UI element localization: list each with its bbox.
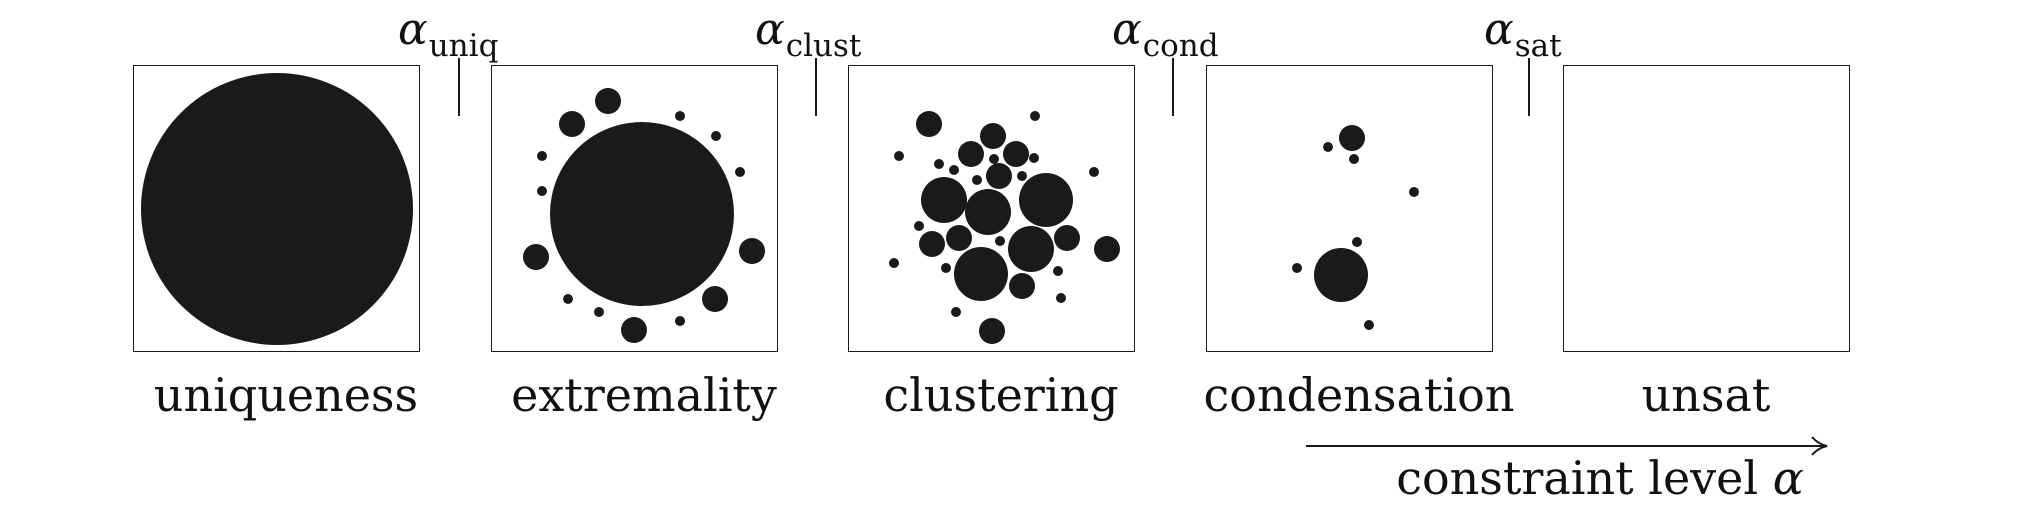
small-cluster (675, 111, 685, 121)
condensation-solution-space (1292, 125, 1419, 330)
phase-label-clustering: clustering (883, 368, 1119, 422)
small-cluster (702, 286, 728, 312)
cluster (1008, 226, 1054, 272)
cluster (1003, 141, 1029, 167)
cluster (954, 247, 1008, 301)
panel-clustering (848, 65, 1135, 352)
cluster (1019, 173, 1073, 227)
small-cluster (711, 131, 721, 141)
small-cluster (537, 186, 547, 196)
cluster (921, 177, 967, 223)
phase-label-unsat: unsat (1641, 368, 1771, 422)
small-cluster (595, 88, 621, 114)
cluster (958, 141, 984, 167)
cluster (1030, 111, 1040, 121)
small-cluster (621, 317, 647, 343)
cluster (980, 123, 1006, 149)
alpha-uniq-label: αuniq (398, 4, 499, 64)
cluster (1314, 248, 1368, 302)
small-cluster (537, 151, 547, 161)
cluster (986, 163, 1012, 189)
phase-label-uniqueness: uniqueness (153, 368, 419, 422)
cluster (934, 159, 944, 169)
panel-condensation (1206, 65, 1493, 352)
cluster (946, 225, 972, 251)
constraint-axis-arrow (1306, 436, 1828, 456)
panel-uniqueness (133, 65, 420, 352)
cluster (1339, 125, 1365, 151)
threshold-tick-sat (1528, 58, 1530, 116)
phase-label-condensation: condensation (1203, 368, 1515, 422)
cluster (1017, 171, 1027, 181)
cluster (1009, 273, 1035, 299)
extremality-solution-space (523, 88, 765, 343)
cluster (995, 236, 1005, 246)
small-cluster (739, 238, 765, 264)
small-cluster (563, 294, 573, 304)
cluster (972, 175, 982, 185)
small-cluster (735, 167, 745, 177)
cluster (1094, 236, 1120, 262)
cluster (1089, 167, 1099, 177)
phase-label-extremality: extremality (511, 368, 777, 422)
clustering-solution-space (889, 111, 1120, 344)
alpha-cond-label: αcond (1112, 4, 1219, 64)
threshold-tick-cond (1172, 58, 1174, 116)
cluster (1352, 237, 1362, 247)
small-cluster (675, 316, 685, 326)
single-cluster (141, 73, 413, 345)
cluster (889, 258, 899, 268)
axis-label: constraint level α (1396, 451, 1804, 505)
cluster (1053, 266, 1063, 276)
cluster (979, 318, 1005, 344)
cluster (951, 307, 961, 317)
cluster (1292, 263, 1302, 273)
cluster (989, 154, 999, 164)
threshold-tick-uniq (458, 58, 460, 116)
threshold-tick-clust (815, 58, 817, 116)
cluster (914, 221, 924, 231)
alpha-clust-label: αclust (755, 4, 862, 64)
alpha-sat-label: αsat (1484, 4, 1562, 64)
small-cluster (523, 244, 549, 270)
cluster (1029, 153, 1039, 163)
cluster (1364, 320, 1374, 330)
cluster (1056, 293, 1066, 303)
cluster (919, 231, 945, 257)
small-cluster (594, 307, 604, 317)
cluster (949, 165, 959, 175)
cluster (894, 151, 904, 161)
cluster (916, 111, 942, 137)
uniqueness-solution-space (141, 73, 413, 345)
cluster (1349, 154, 1359, 164)
cluster (1323, 142, 1333, 152)
cluster (941, 263, 951, 273)
giant-cluster (550, 122, 734, 306)
panel-extremality (491, 65, 778, 352)
small-cluster (559, 111, 585, 137)
cluster (1054, 225, 1080, 251)
panel-unsat (1563, 65, 1850, 352)
cluster (1409, 187, 1419, 197)
cluster (965, 189, 1011, 235)
